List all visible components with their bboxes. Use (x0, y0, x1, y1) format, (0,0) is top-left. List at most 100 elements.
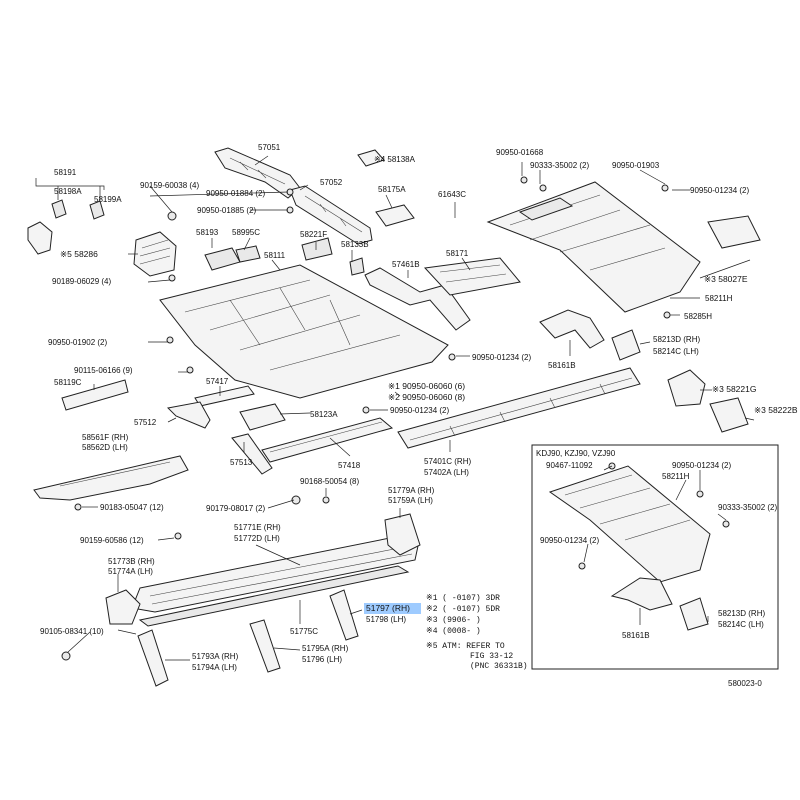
label-58221G: ※3 58221G (712, 384, 756, 394)
label-58133B: 58133B (341, 240, 369, 249)
part-58222B (709, 397, 749, 433)
label-90168-50054: 90168-50054 (8) (300, 477, 359, 486)
part-58286 (133, 231, 177, 277)
label-57513: 57513 (230, 458, 253, 467)
label-58286: ※5 58286 (60, 249, 98, 259)
label-inset-90333-35002: 90333-35002 (2) (718, 503, 777, 512)
label-51771E: 51771E (RH) (234, 523, 281, 532)
part-58111-floor-pan (159, 237, 449, 399)
note-5b: FIG 33-12 (470, 652, 513, 661)
fasteners (61, 176, 730, 661)
part-51793A (137, 629, 169, 687)
label-58198A: 58198A (54, 187, 82, 196)
label-90333-35002-top: 90333-35002 (2) (530, 161, 589, 170)
part-58191 (27, 199, 105, 255)
label-58562D: 58562D (LH) (82, 443, 128, 452)
label-90183-05047: 90183-05047 (12) (100, 503, 164, 512)
label-58193: 58193 (196, 228, 219, 237)
label-58221F: 58221F (300, 230, 327, 239)
label-58211H: 58211H (705, 294, 733, 303)
label-51773B: 51773B (RH) (108, 557, 155, 566)
part-58027E (707, 215, 761, 249)
label-58214C: 58214C (LH) (653, 347, 699, 356)
diagram-code: 580023-0 (728, 679, 762, 688)
label-90159-60586: 90159-60586 (12) (80, 536, 144, 545)
part-58213D (611, 329, 641, 361)
part-57418 (261, 417, 394, 463)
note-3: ※3 (9906- ) (426, 616, 481, 625)
label-51779A: 51779A (RH) (388, 486, 435, 495)
label-58161B: 58161B (548, 361, 576, 370)
part-58221G (667, 369, 706, 407)
label-57418: 57418 (338, 461, 361, 470)
label-90189-06029: 90189-06029 (4) (52, 277, 111, 286)
label-51798: 51798 (LH) (366, 615, 406, 624)
part-labels: 57051 ※4 58138A 58191 58198A 58199A 9015… (40, 143, 798, 688)
highlight-51797 (364, 603, 421, 614)
label-51759A: 51759A (LH) (388, 496, 433, 505)
label-58285H: 58285H (684, 312, 712, 321)
note-2: ※2 ( -0107) 5DR (426, 605, 500, 614)
label-57051: 57051 (258, 143, 281, 152)
label-51772D: 51772D (LH) (234, 534, 280, 543)
label-51775C: 51775C (290, 627, 318, 636)
label-61643C: 61643C (438, 190, 466, 199)
note-5a: ※5 ATM: REFER TO (426, 642, 505, 651)
part-51795A (249, 619, 281, 673)
part-58161B (539, 309, 605, 349)
label-90950-01885: 90950-01885 (2) (197, 206, 256, 215)
label-58222B: ※3 58222B (754, 405, 798, 415)
label-58111: 58111 (264, 251, 286, 260)
label-57052: 57052 (320, 178, 343, 187)
label-51794A: 51794A (LH) (192, 663, 237, 672)
note-4: ※4 (0008- ) (426, 627, 481, 636)
label-90950-01902: 90950-01902 (2) (48, 338, 107, 347)
label-51797: 51797 (RH) (366, 603, 410, 613)
label-90950-01884: 90950-01884 (2) (206, 189, 265, 198)
label-inset-90950-01234-low: 90950-01234 (2) (540, 536, 599, 545)
label-90179-08017: 90179-08017 (2) (206, 504, 265, 513)
label-57417: 57417 (206, 377, 229, 386)
part-58119C (61, 379, 129, 411)
label-inset-58213D: 58213D (RH) (718, 609, 765, 618)
label-57461B: 57461B (392, 260, 420, 269)
note-1: ※1 ( -0107) 3DR (426, 594, 500, 603)
label-58175A: 58175A (378, 185, 406, 194)
label-58119C: 58119C (54, 378, 82, 387)
part-51773B (105, 589, 141, 625)
label-90950-01234-mid: 90950-01234 (2) (472, 353, 531, 362)
label-90105-08341: 90105-08341 (10) (40, 627, 104, 636)
label-inset-58214C: 58214C (LH) (718, 620, 764, 629)
label-90950-06060-2: ※2 90950-06060 (8) (388, 392, 465, 402)
label-58171: 58171 (446, 249, 469, 258)
label-58213D: 58213D (RH) (653, 335, 700, 344)
part-51771E-running-board (131, 535, 419, 627)
note-5c: (PNC 36331B) (470, 662, 528, 671)
label-51795A: 51795A (RH) (302, 644, 349, 653)
part-57401C (397, 367, 641, 449)
label-90950-06060-1: ※1 90950-06060 (6) (388, 381, 465, 391)
label-90950-01234-low: 90950-01234 (2) (390, 406, 449, 415)
part-51797 (329, 589, 359, 641)
label-58995C: 58995C (232, 228, 260, 237)
label-57402A: 57402A (LH) (424, 468, 469, 477)
label-51774A: 51774A (LH) (108, 567, 153, 576)
label-58027E: ※3 58027E (704, 274, 748, 284)
label-90115-06166: 90115-06166 (9) (74, 366, 133, 375)
label-58191: 58191 (54, 168, 77, 177)
label-inset-58211H: 58211H (662, 472, 690, 481)
part-58175A (375, 204, 415, 227)
label-57512: 57512 (134, 418, 157, 427)
inset-title: KDJ90, KZJ90, VZJ90 (536, 449, 616, 458)
label-90159-60038: 90159-60038 (4) (140, 181, 199, 190)
part-58138A (357, 149, 385, 167)
part-57512 (166, 401, 211, 429)
label-inset-58161B: 58161B (622, 631, 650, 640)
part-58561F (33, 455, 189, 501)
label-inset-90950-01234-top: 90950-01234 (2) (672, 461, 731, 470)
part-51779A (384, 513, 421, 556)
part-57417 (194, 385, 255, 407)
label-inset-90467-11092: 90467-11092 (546, 461, 593, 470)
label-90950-01234-top: 90950-01234 (2) (690, 186, 749, 195)
